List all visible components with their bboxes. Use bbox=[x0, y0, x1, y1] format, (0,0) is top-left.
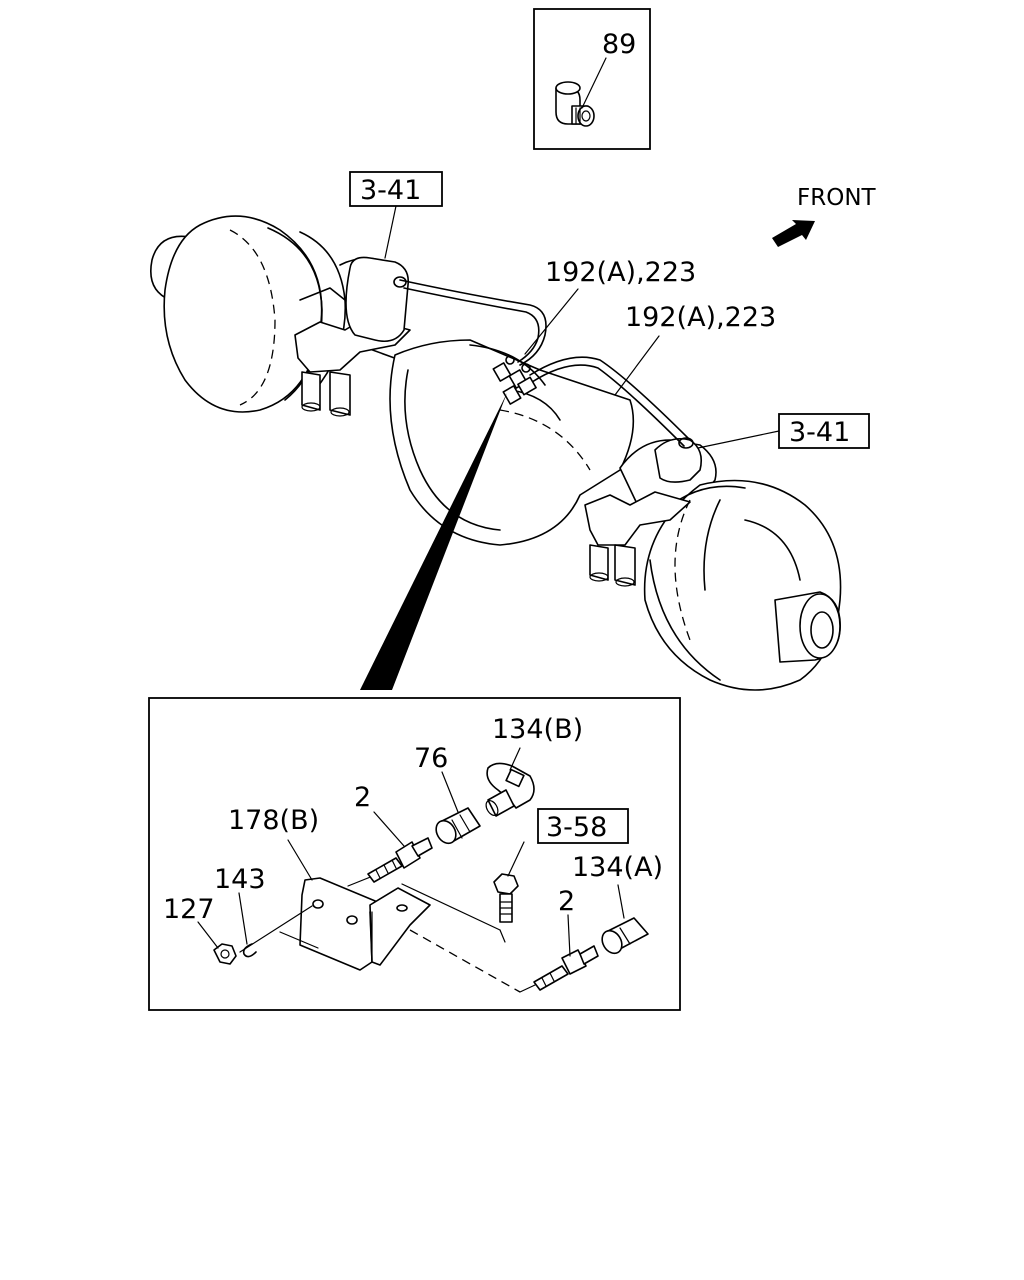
ref-3-41-right: 3-41 bbox=[697, 413, 870, 449]
washer-icon bbox=[242, 943, 257, 958]
label-127: 127 bbox=[163, 894, 215, 925]
differential-housing bbox=[389, 339, 635, 546]
label-2-lower: 2 bbox=[558, 886, 575, 917]
label-76: 76 bbox=[414, 743, 448, 774]
front-label: FRONT bbox=[797, 185, 877, 211]
sleeve-134a-icon bbox=[601, 917, 649, 955]
label-89: 89 bbox=[602, 29, 636, 60]
label-2-upper: 2 bbox=[354, 782, 371, 813]
front-indicator: FRONT bbox=[772, 185, 877, 247]
label-143: 143 bbox=[214, 864, 266, 895]
nut-icon bbox=[213, 943, 237, 965]
nipple-upper-icon bbox=[367, 837, 433, 883]
front-arrow-icon bbox=[772, 220, 815, 247]
bolt-icon bbox=[493, 873, 519, 923]
elbow-fitting-icon bbox=[555, 81, 595, 127]
ref-3-41-right-text: 3-41 bbox=[789, 417, 850, 448]
left-hub bbox=[150, 215, 411, 417]
detail-box-bracket: 134(B) 76 2 178(B) 143 127 134(A) 2 3-58 bbox=[148, 697, 681, 1011]
label-178b: 178(B) bbox=[228, 805, 319, 836]
ref-3-58-text: 3-58 bbox=[546, 812, 607, 843]
nipple-lower-icon bbox=[533, 945, 599, 991]
label-134a: 134(A) bbox=[572, 852, 663, 883]
label-192a-223-lower: 192(A),223 bbox=[625, 302, 776, 333]
ref-3-41-top-text: 3-41 bbox=[360, 175, 421, 206]
elbow-134b-icon bbox=[485, 762, 535, 817]
sleeve-76-icon bbox=[435, 807, 481, 845]
bracket-icon bbox=[299, 877, 431, 971]
ref-3-58: 3-58 bbox=[537, 808, 629, 844]
right-hub bbox=[584, 479, 842, 691]
junction-fittings bbox=[492, 355, 537, 405]
detail-pointer bbox=[360, 393, 507, 690]
ref-3-41-top: 3-41 bbox=[349, 171, 443, 259]
label-134b: 134(B) bbox=[492, 714, 583, 745]
detail-box-89: 89 bbox=[533, 8, 651, 150]
axle-assembly bbox=[150, 215, 842, 691]
label-192a-223-upper: 192(A),223 bbox=[545, 257, 696, 288]
